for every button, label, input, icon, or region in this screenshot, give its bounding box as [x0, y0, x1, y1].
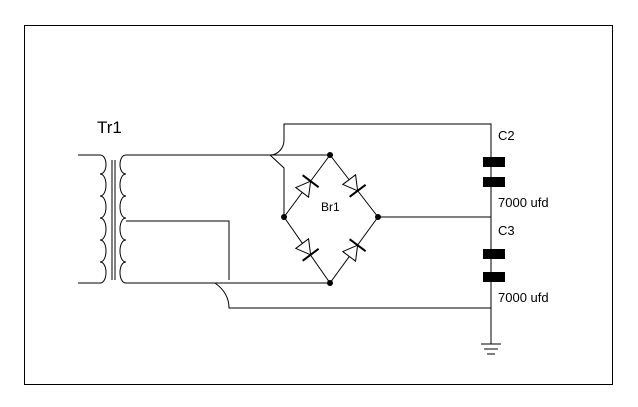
node-left	[281, 214, 287, 220]
bridge-rectifier-br1: Br1	[281, 152, 381, 286]
capacitor-c2-name: C2	[498, 128, 515, 143]
diode-d1	[294, 174, 320, 199]
capacitor-c3-value: 7000 ufd	[498, 290, 549, 305]
capacitor-c2-value: 7000 ufd	[498, 195, 549, 210]
transformer-label: Tr1	[97, 118, 122, 137]
capacitor-c3-name: C3	[498, 223, 515, 238]
circuit-wires	[214, 123, 492, 344]
diagram-border	[24, 25, 613, 385]
diode-d3	[294, 237, 320, 262]
node-right	[375, 214, 381, 220]
capacitor-c3: C3 7000 ufd	[483, 223, 549, 305]
capacitor-c2: C2 7000 ufd	[483, 128, 549, 210]
ground-icon	[481, 343, 501, 355]
diode-d4	[341, 238, 367, 263]
node-top	[327, 152, 333, 158]
diode-d2	[341, 173, 367, 198]
transformer-tr1: Tr1	[78, 118, 240, 284]
bridge-label: Br1	[321, 200, 340, 214]
node-bottom	[327, 280, 333, 286]
